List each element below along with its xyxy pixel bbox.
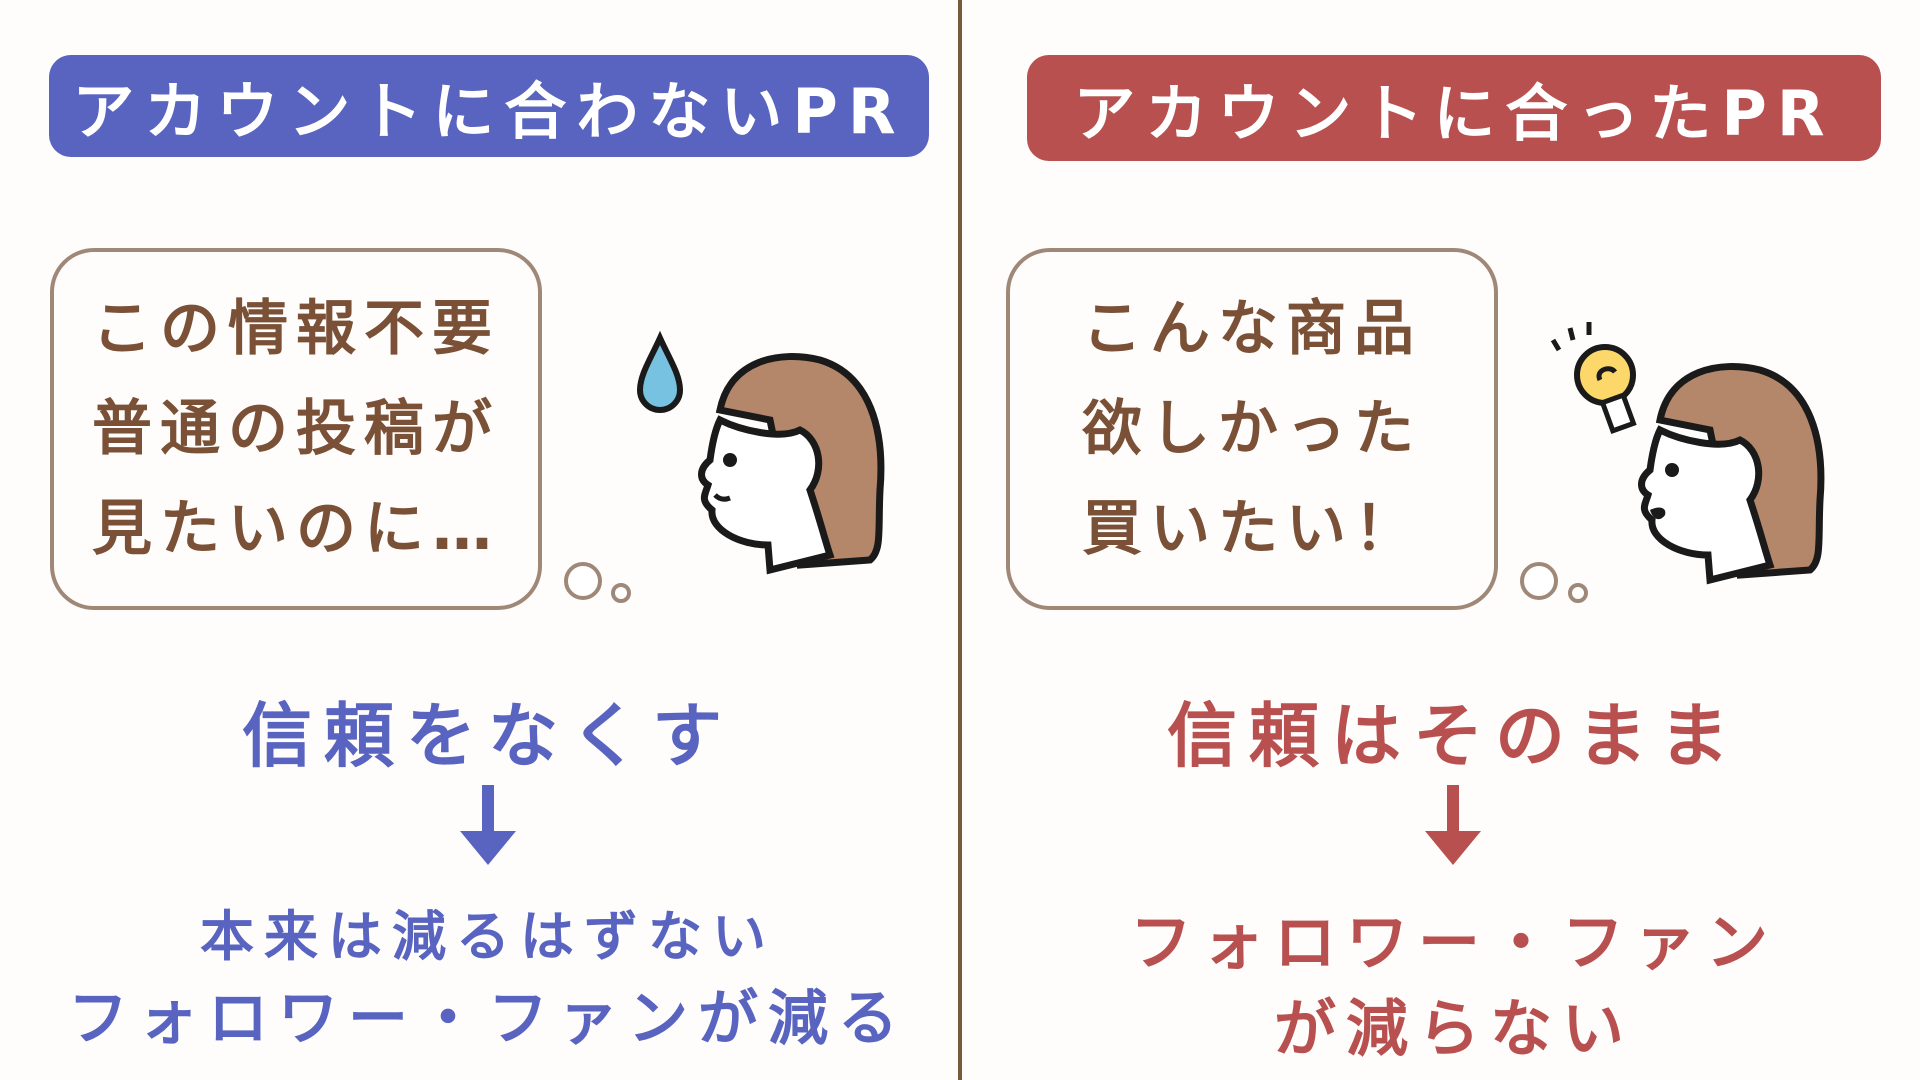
lightbulb-icon — [1550, 322, 1637, 435]
right-result-line: フォロワー・ファン — [1129, 906, 1778, 979]
thought-dot-small — [1568, 583, 1588, 603]
center-divider — [958, 0, 962, 1080]
left-banner: アカウントに合わないPR — [49, 55, 929, 157]
thought-dot-large — [1520, 562, 1558, 600]
bubble-line: こんな商品 — [1082, 294, 1422, 364]
right-result-line: が減らない — [1273, 992, 1634, 1065]
left-heading: 信頼をなくす — [242, 695, 734, 777]
happy-woman-illustration — [1550, 322, 1825, 585]
bubble-line: この情報不要 — [92, 294, 500, 364]
thought-dot-small — [611, 583, 631, 603]
right-thought-bubble: こんな商品 欲しかった 買いたい！ — [1006, 248, 1498, 610]
bubble-line: 普通の投稿が — [92, 394, 500, 464]
down-arrow-icon — [1425, 785, 1481, 865]
bubble-line: 欲しかった — [1082, 394, 1422, 464]
right-banner: アカウントに合ったPR — [1027, 55, 1881, 161]
right-heading: 信頼はそのまま — [1167, 695, 1741, 777]
sweat-drop-icon — [636, 330, 684, 413]
down-arrow-icon — [460, 785, 516, 865]
bubble-line: 買いたい！ — [1082, 494, 1422, 564]
left-thought-bubble: この情報不要 普通の投稿が 見たいのに… — [50, 248, 542, 610]
bubble-line: 見たいのに… — [92, 494, 500, 564]
left-result-line: フォロワー・ファンが減る — [68, 984, 908, 1054]
thought-dot-large — [564, 562, 602, 600]
left-result-line: 本来は減るはずない — [200, 905, 776, 968]
worried-woman-illustration — [636, 330, 885, 575]
